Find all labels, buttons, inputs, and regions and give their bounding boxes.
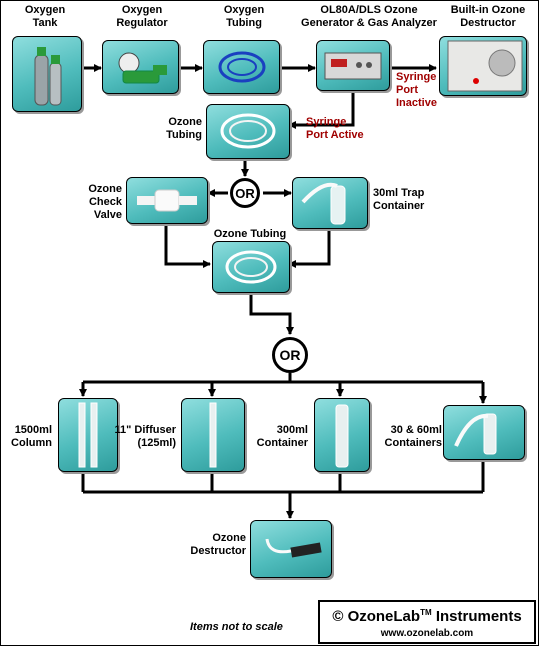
builtin-destructor-image (439, 36, 527, 96)
analyzer-image (316, 40, 390, 91)
trademark: TM (420, 608, 432, 617)
oxygen-tubing-image (203, 40, 280, 94)
label-oxygen-tank: Oxygen Tank (24, 4, 66, 29)
brand-box: © OzoneLabTM Instruments www.ozonelab.co… (318, 600, 536, 644)
ozone-tubing-2-image (212, 241, 290, 293)
brand-suffix: Instruments (435, 608, 522, 625)
arrow-check-valve-to-tubing2 (164, 223, 211, 268)
scale-note: Items not to scale (190, 621, 283, 633)
label-column-1500: 1500ml Column (11, 424, 52, 449)
column-1500-image (58, 398, 118, 472)
or-node-2: OR (272, 337, 308, 373)
oxygen-tank-image (12, 36, 82, 112)
trap-container-image (292, 177, 368, 229)
or-node-1: OR (230, 178, 260, 208)
label-ozone-tubing-2: Ozone Tubing (213, 228, 287, 240)
label-ozone-tubing-1: Ozone Tubing (166, 116, 202, 141)
label-ozone-destructor: Ozone Destructor (190, 532, 246, 557)
arrow-analyzer-to-ozone-tubing (288, 90, 355, 129)
website-link[interactable]: www.ozonelab.com (380, 628, 474, 639)
label-trap-container: 30ml Trap Container (373, 187, 425, 212)
arrow-tubing2-to-or2 (249, 292, 294, 335)
label-oxygen-regulator: Oxygen Regulator (116, 4, 168, 29)
containers-30-60-image (443, 405, 525, 460)
diffuser-image (181, 398, 245, 472)
ozone-tubing-1-image (206, 104, 290, 159)
copyright-symbol: © (332, 608, 344, 625)
arrow-trap-to-tubing2 (288, 228, 331, 268)
ozone-destructor-image (250, 520, 332, 578)
brand-line: © OzoneLabTM Instruments (320, 608, 534, 625)
label-analyzer: OL80A/DLS Ozone Generator & Gas Analyzer (301, 4, 437, 29)
label-check-valve: Ozone Check Valve (88, 183, 122, 221)
check-valve-image (126, 177, 208, 224)
brand-name: OzoneLab (347, 608, 421, 625)
label-diffuser: 11" Diffuser (125ml) (114, 424, 176, 449)
oxygen-regulator-image (102, 40, 179, 94)
label-syringe-active: Syringe Port Active (306, 116, 364, 141)
label-oxygen-tubing: Oxygen Tubing (223, 4, 265, 29)
label-containers-30-60: 30 & 60ml Containers (384, 424, 442, 449)
label-syringe-inactive: Syringe Port Inactive (396, 71, 437, 109)
label-container-300: 300ml Container (256, 424, 308, 449)
label-builtin-destructor: Built-in Ozone Destructor (450, 4, 526, 29)
container-300-image (314, 398, 370, 472)
